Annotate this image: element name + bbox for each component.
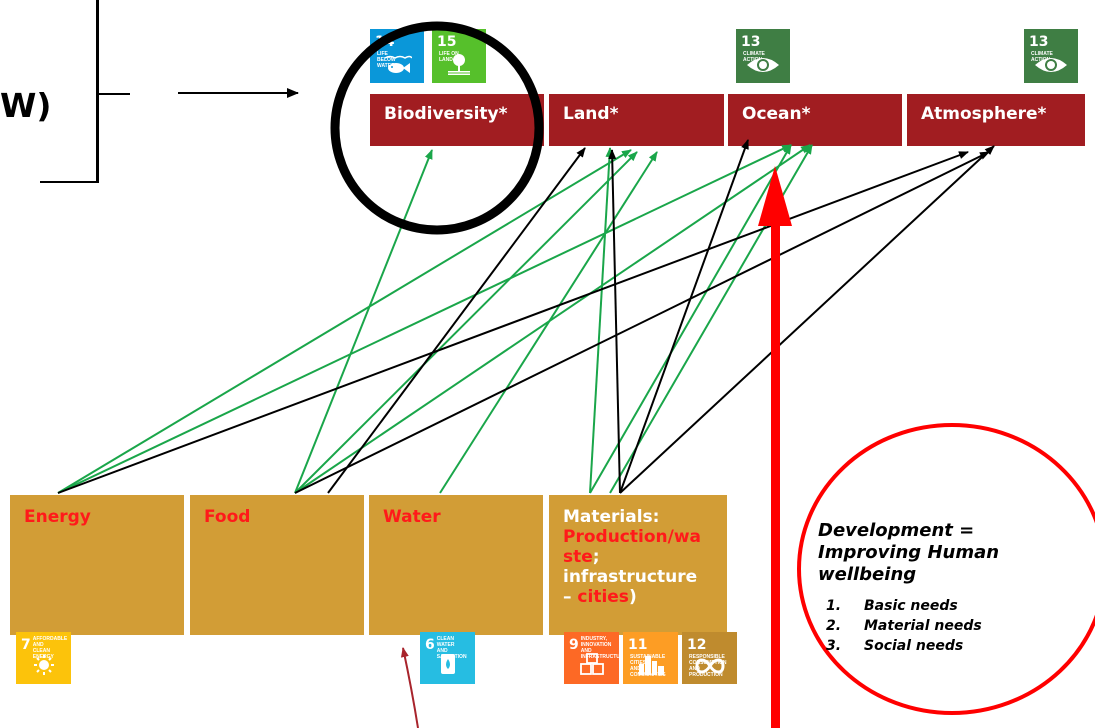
materials-semicolon: ; [592, 547, 600, 567]
arrow-materials-ocean-black [619, 139, 749, 494]
arrow-energy-ocean [57, 144, 792, 494]
city-icon [623, 652, 678, 681]
arrow-food-land-black [327, 147, 586, 494]
sdg-number: 12 [687, 637, 707, 653]
sdg-number: 6 [425, 637, 435, 653]
list-item: 3. Social needs [826, 636, 982, 656]
sun-icon [16, 654, 71, 681]
materials-infrastructure: infrastructure [563, 567, 698, 587]
sdg-15-icon: 15LIFE ON LAND [432, 29, 486, 83]
sdg-number: 13 [1029, 34, 1049, 50]
biodiversity-highlight-circle [330, 21, 544, 235]
eye-globe-icon [1024, 55, 1078, 80]
list-item: 2. Material needs [826, 616, 982, 636]
sector-box-materials: Materials: Production/wa ste; infrastruc… [549, 495, 727, 635]
list-text: Basic needs [864, 598, 958, 614]
eye-globe-icon [736, 55, 790, 80]
list-marker: 2. [826, 618, 842, 634]
development-title-line-1: Development = [818, 520, 975, 541]
partial-title: W) [0, 86, 52, 125]
arrow-energy-land [57, 149, 632, 494]
sdg-13-icon: 13CLIMATE ACTION [1024, 29, 1078, 83]
system-box-ocean: Ocean* [728, 94, 902, 146]
materials-production: Production/wa [563, 527, 701, 547]
sdg-number: 7 [21, 637, 31, 653]
sector-label: Water [383, 507, 441, 527]
development-needs-list: 1. Basic needs 2. Material needs 3. Social … [826, 596, 982, 656]
curved-arrow-water [400, 647, 419, 728]
arrow-materials-land-black [608, 149, 621, 494]
development-title: Development = Improving Human wellbeing [818, 520, 1058, 586]
sdg-11-icon: 11SUSTAINABLE CITIES AND COMMUNITIES [623, 632, 678, 684]
bracket-line [96, 0, 99, 183]
system-label: Land* [563, 104, 619, 124]
fish-icon [370, 55, 424, 80]
sdg-number: 11 [628, 637, 648, 653]
bracket-tick [96, 93, 130, 95]
development-circle [797, 423, 1095, 715]
sdg-number: 15 [437, 34, 457, 50]
sdg-label: CLIMATE ACTION [1031, 51, 1053, 63]
list-text: Material needs [864, 618, 982, 634]
sdg-label: LIFE ON LAND [439, 51, 459, 63]
list-marker: 1. [826, 598, 842, 614]
sector-label: Food [204, 507, 251, 527]
sdg-label: LIFE BELOW WATER [377, 51, 396, 69]
materials-title: Materials: [563, 507, 660, 527]
list-item: 1. Basic needs [826, 596, 982, 616]
development-arrow-shaft [771, 226, 780, 728]
arrow-materials-ocean [589, 144, 792, 494]
system-box-biodiversity: Biodiversity* [370, 94, 544, 146]
materials-cities: cities [577, 587, 629, 607]
sdg-number: 9 [569, 637, 579, 653]
sector-box-water: Water [369, 495, 543, 635]
materials-production-cont: ste [563, 547, 593, 567]
sdg-number: 13 [741, 34, 761, 50]
arrow-energy-atmosphere [57, 151, 969, 494]
cubes-icon [564, 652, 619, 681]
list-text: Social needs [864, 638, 964, 654]
tree-icon [432, 53, 486, 80]
system-label: Ocean* [742, 104, 811, 124]
water-drop-icon [420, 652, 475, 681]
system-label: Biodiversity* [384, 104, 508, 124]
arrow-food-land [294, 151, 638, 494]
sector-box-energy: Energy [10, 495, 184, 635]
sdg-13-icon: 13CLIMATE ACTION [736, 29, 790, 83]
system-box-land: Land* [549, 94, 724, 146]
system-label: Atmosphere* [921, 104, 1047, 124]
arrow-food-biodiversity [294, 149, 433, 494]
sector-label: Energy [24, 507, 91, 527]
arrow-materials-land [589, 147, 614, 494]
arrow-materials-atmosphere [619, 145, 995, 494]
sdg-label: CLIMATE ACTION [743, 51, 765, 63]
sdg-12-icon: 12RESPONSIBLE CONSUMPTION AND PRODUCTION [682, 632, 737, 684]
arrow-water-land [439, 151, 658, 494]
system-box-atmosphere: Atmosphere* [907, 94, 1085, 146]
development-arrow-head [758, 166, 792, 226]
materials-paren: ) [628, 587, 637, 607]
arrow-food-atmosphere [294, 151, 990, 494]
sector-box-food: Food [190, 495, 364, 635]
infinity-icon [682, 656, 737, 681]
list-marker: 3. [826, 638, 842, 654]
sdg-label: INDUSTRY, INNOVATION AND INFRASTRUCTURE [580, 636, 619, 660]
materials-dash: – [563, 587, 578, 607]
development-title-line-2: Improving Human [818, 542, 1000, 563]
bracket-tick-bottom [40, 181, 98, 183]
development-title-line-3: wellbeing [818, 564, 917, 585]
